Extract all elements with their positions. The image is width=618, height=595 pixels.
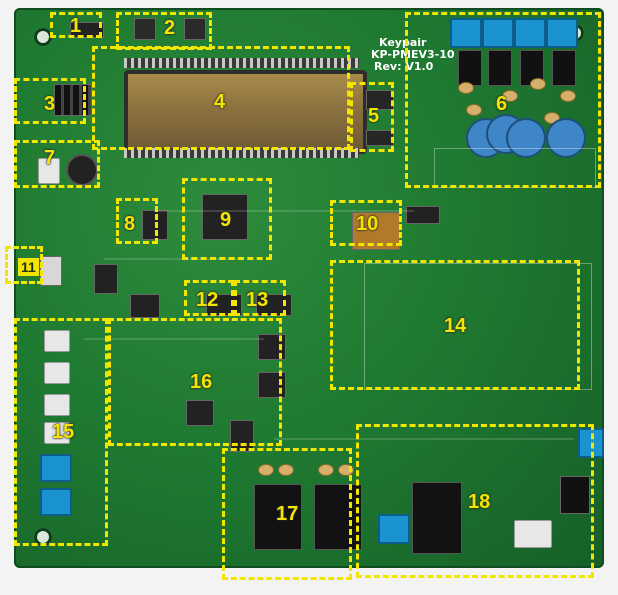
callout-12-box xyxy=(184,280,234,316)
callout-16-box xyxy=(108,318,282,446)
black-conn-2 xyxy=(130,294,160,318)
callout-18-label: 18 xyxy=(468,491,491,513)
white-switch xyxy=(514,520,552,548)
terminal-2 xyxy=(482,18,514,48)
lcd-screen xyxy=(124,70,367,154)
ic-16c xyxy=(186,400,214,426)
relay-17-2 xyxy=(314,484,362,550)
terminal-15-2 xyxy=(40,488,72,516)
button-1 xyxy=(134,18,156,40)
board-revision: Rev: V1.0 xyxy=(374,60,434,73)
callout-14-label: 14 xyxy=(444,315,467,337)
board-title: Keypair xyxy=(379,36,427,49)
cap-y4 xyxy=(560,90,576,102)
callout-3-box xyxy=(14,78,86,124)
conn-15-2 xyxy=(44,362,70,384)
relay-17-1 xyxy=(254,484,302,550)
callout-9-box xyxy=(182,178,272,260)
terminal-3 xyxy=(514,18,546,48)
mounting-hole-bottom-left xyxy=(34,528,52,546)
callout-8-label: 8 xyxy=(124,213,136,235)
callout-1-label: 1 xyxy=(70,15,82,37)
dc-jack xyxy=(560,476,590,514)
callout-17-label: 17 xyxy=(276,503,299,525)
callout-7-label: 7 xyxy=(44,147,56,169)
callout-14-box xyxy=(330,260,580,390)
callout-8-box xyxy=(116,198,158,244)
button-2 xyxy=(184,18,206,40)
callout-3-label: 3 xyxy=(44,93,56,115)
ic-16d xyxy=(230,420,254,452)
cap-17-2 xyxy=(278,464,294,476)
callout-4-box xyxy=(92,46,350,150)
conn-15-3 xyxy=(44,394,70,416)
pcb-board: Keypair KP-PMEV3-10 Rev: V1.0 xyxy=(14,8,604,568)
trace-2 xyxy=(104,258,244,260)
cap-y2 xyxy=(502,90,518,102)
terminal-1 xyxy=(450,18,482,48)
trace-3 xyxy=(84,338,264,340)
callout-5-box xyxy=(350,82,394,152)
callout-6-box xyxy=(405,12,601,188)
callout-1-box xyxy=(50,12,102,38)
callout-11-box xyxy=(5,246,43,284)
header-11 xyxy=(40,256,62,286)
callout-17-box xyxy=(222,448,352,580)
callout-5-label: 5 xyxy=(368,105,380,127)
ic-left xyxy=(94,264,118,294)
cap-y3 xyxy=(530,78,546,90)
callout-10-label: 10 xyxy=(356,213,379,235)
lcd-header-bottom xyxy=(124,148,359,158)
cap-y1 xyxy=(458,82,474,94)
terminal-18-1 xyxy=(378,514,410,544)
cap-17-3 xyxy=(318,464,334,476)
callout-7-box xyxy=(14,140,100,188)
callout-15-box xyxy=(14,318,108,546)
callout-13-box xyxy=(234,280,286,316)
callout-10-box xyxy=(330,200,402,246)
terminal-4 xyxy=(546,18,578,48)
mcu-9 xyxy=(202,194,248,240)
callout-11-label: 11 xyxy=(18,258,39,276)
connector-7 xyxy=(38,158,60,184)
trace-1 xyxy=(154,210,414,212)
terminal-15-1 xyxy=(40,454,72,482)
relay-4 xyxy=(552,50,576,86)
conn-15-1 xyxy=(44,330,70,352)
callout-12-label: 12 xyxy=(196,289,219,311)
callout-13-label: 13 xyxy=(246,289,269,311)
mounting-hole-top-left xyxy=(34,28,52,46)
callout-2-label: 2 xyxy=(164,17,176,39)
cap-17-1 xyxy=(258,464,274,476)
big-cap-4 xyxy=(546,118,586,158)
relay-2 xyxy=(488,50,512,86)
callout-4-label: 4 xyxy=(214,91,226,113)
lcd-header-top xyxy=(124,58,359,68)
black-conn xyxy=(406,206,440,224)
relay-18 xyxy=(412,482,462,554)
callout-16-label: 16 xyxy=(190,371,213,393)
callout-9-label: 9 xyxy=(220,209,232,231)
trace-4 xyxy=(274,438,574,440)
callout-15-label: 15 xyxy=(52,421,75,443)
board-model: KP-PMEV3-10 xyxy=(371,48,455,61)
cap-y5 xyxy=(466,104,482,116)
conn-15-4 xyxy=(44,422,70,444)
big-cap-3 xyxy=(506,118,546,158)
callout-6-label: 6 xyxy=(496,93,508,115)
callout-18-box xyxy=(356,424,594,578)
